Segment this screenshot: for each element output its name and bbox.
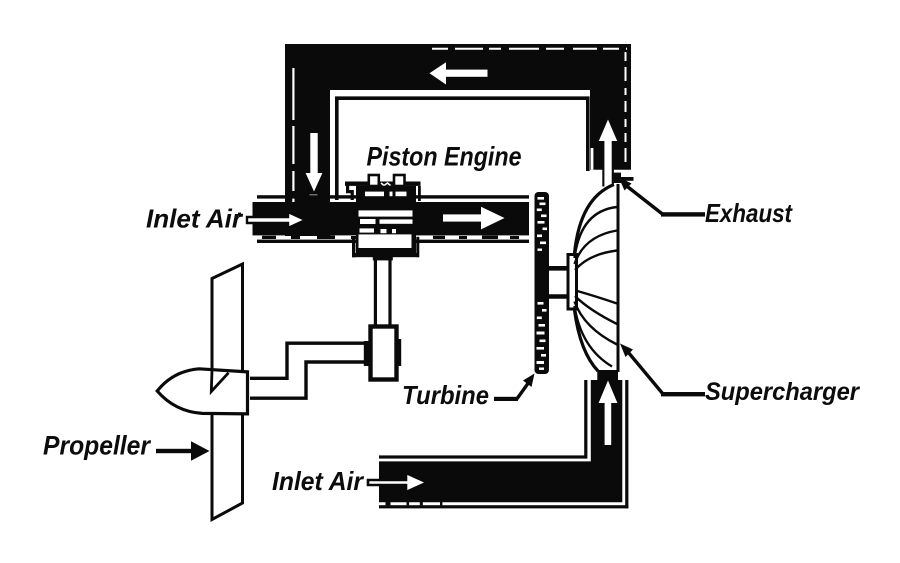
svg-text:Piston Engine: Piston Engine: [367, 142, 522, 172]
svg-text:Propeller: Propeller: [43, 431, 151, 461]
svg-text:Inlet Air: Inlet Air: [272, 466, 365, 496]
svg-text:Turbine: Turbine: [402, 380, 489, 410]
svg-text:Supercharger: Supercharger: [705, 378, 860, 406]
svg-text:Exhaust: Exhaust: [705, 198, 793, 228]
svg-text:Inlet Air: Inlet Air: [146, 204, 244, 234]
